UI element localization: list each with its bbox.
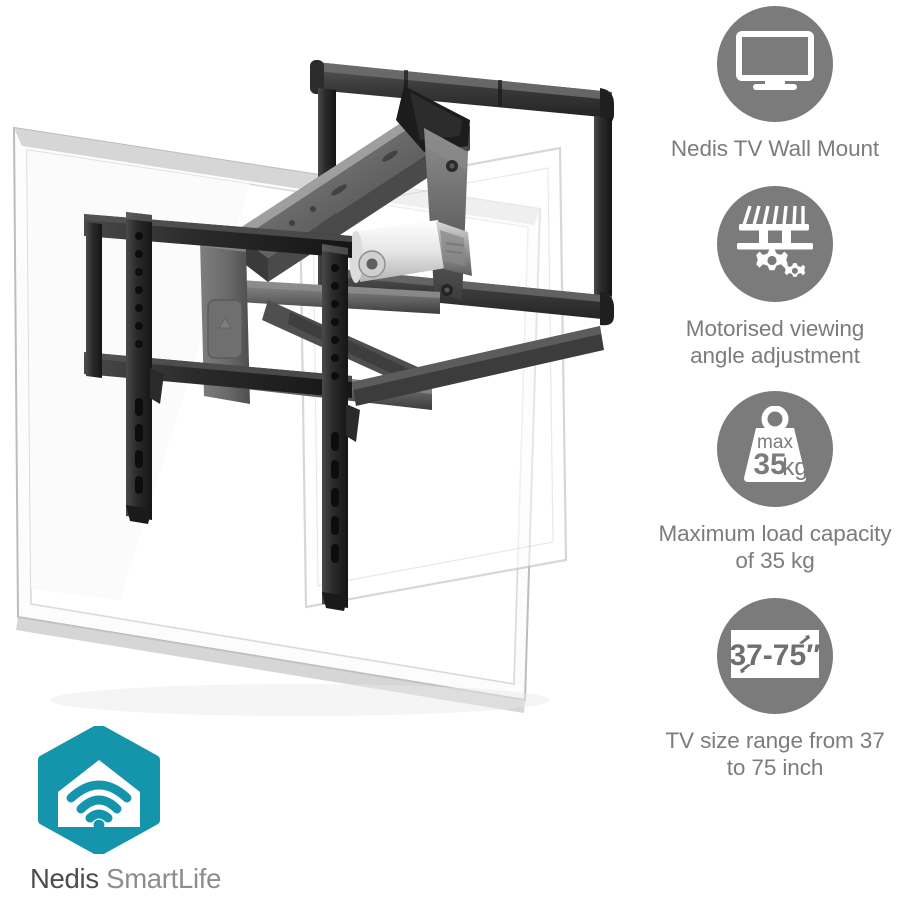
smartlife-house-wifi-hexagon-icon xyxy=(37,724,280,859)
wordmark-nedis: Nedis xyxy=(30,863,99,894)
product-photo xyxy=(12,60,614,713)
feature-caption: Maximum load capacity of 35 kg xyxy=(658,521,892,573)
tv-wall-mount-illustration xyxy=(12,60,614,713)
vertical-mounting-rail-right xyxy=(322,244,360,611)
svg-text:kg: kg xyxy=(782,454,807,481)
tv-size-range-icon: 37-75″ xyxy=(729,624,821,689)
feature-caption: Motorised viewing angle adjustment xyxy=(685,316,865,368)
svg-text:35: 35 xyxy=(753,448,786,481)
feature-item-tv-wall-mount: Nedis TV Wall Mount xyxy=(650,6,900,162)
rear-support-bar xyxy=(352,326,604,406)
feature-item-max-load: max 35 kg Maximum load capacity of 35 kg xyxy=(650,391,900,574)
nedis-smartlife-logo: Nedis SmartLife xyxy=(30,724,280,895)
tv-monitor-icon xyxy=(735,30,815,99)
feature-caption: TV size range from 37 to 75 inch xyxy=(665,728,885,780)
feature-caption: Nedis TV Wall Mount xyxy=(670,136,880,161)
feature-item-tv-size-range: 37-75″ TV size range from 37 to 75 inch xyxy=(650,598,900,781)
feature-icon-circle: 37-75″ xyxy=(717,598,833,714)
motorised-bracket-gears-icon xyxy=(733,203,817,286)
svg-text:37-75″: 37-75″ xyxy=(729,639,820,672)
wordmark-smartlife: SmartLife xyxy=(98,863,222,894)
feature-icon-circle: max 35 kg xyxy=(717,391,833,507)
max-weight-icon: max 35 kg xyxy=(732,405,818,493)
vertical-mounting-rail-left xyxy=(86,212,164,524)
feature-icon-circle xyxy=(717,186,833,302)
tilt-head-plate xyxy=(200,240,250,404)
max-weight-small-text: max xyxy=(757,432,793,453)
smartlife-wordmark: Nedis SmartLife xyxy=(30,863,280,895)
motor-actuator xyxy=(349,220,472,283)
feature-icon-circle xyxy=(717,6,833,122)
feature-list: Nedis TV Wall Mount xyxy=(650,0,900,898)
feature-item-motorised-angle: Motorised viewing angle adjustment xyxy=(650,186,900,369)
